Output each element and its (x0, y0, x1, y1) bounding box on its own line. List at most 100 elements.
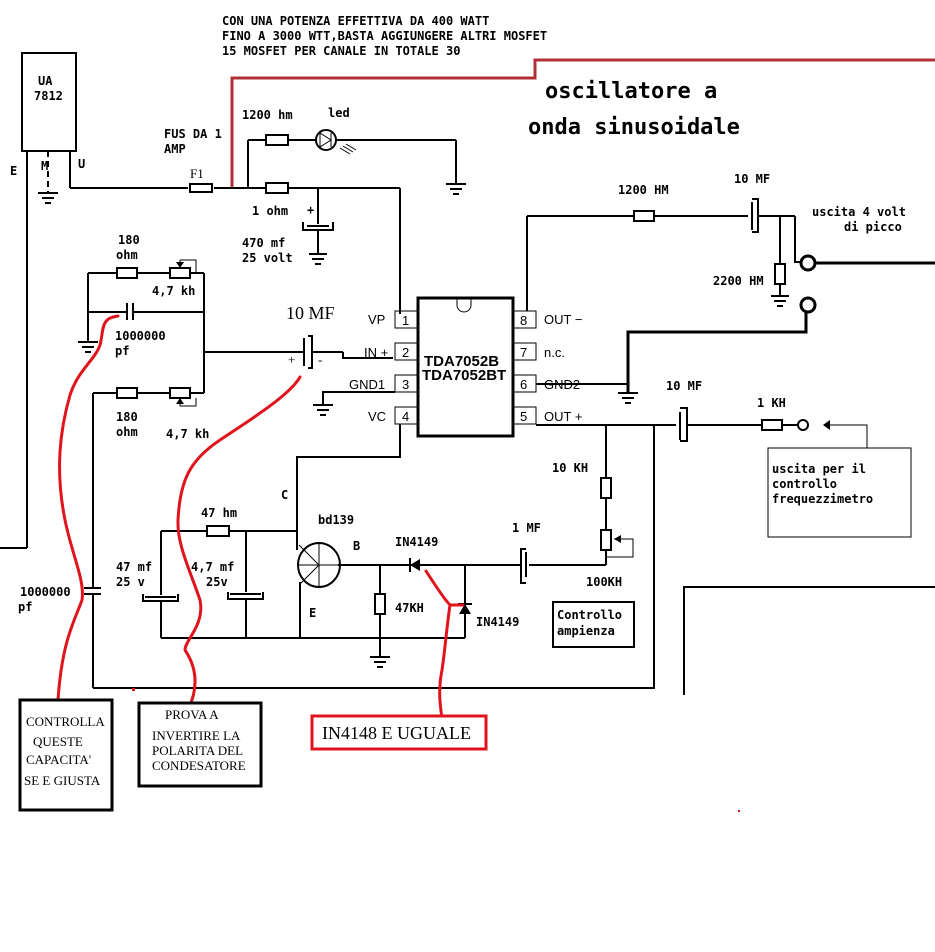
cap-470-label-1: 470 mf (242, 236, 285, 250)
resistor-1200-out-label: 1200 HM (618, 183, 669, 197)
ground-icon (370, 656, 390, 668)
ground-icon (618, 392, 638, 404)
pot-bot-label: 4,7 kh (166, 427, 209, 441)
amplitude-note-box (552, 601, 635, 648)
pot-100k-label: 100KH (586, 575, 622, 589)
annotation-stroke-caps (56, 314, 120, 702)
transistor-bd139: bd139 C B E (281, 488, 360, 620)
ground-icon (313, 404, 333, 416)
regulator-ua7812: UA 7812 E M U (0, 52, 85, 549)
resistor-10k (600, 477, 612, 499)
ic-name-1: TDA7052B (424, 353, 499, 370)
resistor-1-ohm (265, 182, 289, 194)
fuse-f1: F1 FUS DA 1 AMP (164, 127, 222, 193)
ground-icon (446, 183, 466, 195)
resistor-1k (761, 419, 783, 431)
note-check-line-3: CAPACITA' (26, 752, 91, 767)
cap-4k7-label-1: 4,7 mf (191, 560, 234, 574)
ic-pin-3-num: 3 (402, 377, 409, 392)
resistor-1200-out (633, 210, 655, 222)
output-label-1: uscita 4 volt (812, 205, 906, 219)
ic-pin-7-label: n.c. (544, 345, 565, 360)
header-note-line-3: 15 MOSFET PER CANALE IN TOTALE 30 (222, 44, 460, 58)
ic-pin-3-label: GND1 (349, 377, 385, 392)
resistor-47k (374, 593, 386, 615)
big-cap-label-2: pf (18, 600, 32, 614)
r-bot-label-2: ohm (116, 425, 138, 439)
cap-47-label-1: 47 mf (116, 560, 152, 574)
pot-top-label: 4,7 kh (152, 284, 195, 298)
note-check-line-1: CONTROLLA (26, 714, 105, 729)
regulator-name-1: UA (38, 74, 53, 88)
freq-note-3: frequezzimetro (772, 492, 873, 506)
title-line-1: oscillatore a (545, 79, 717, 104)
resistor-1k-label: 1 KH (757, 396, 786, 410)
r-top-label-1: 180 (118, 233, 140, 247)
cap-470-label-2: 25 volt (242, 251, 293, 265)
annotation-stroke-diode (424, 569, 452, 720)
regulator-pin-e: E (10, 164, 17, 178)
ic-pin-2-num: 2 (402, 345, 409, 360)
note-diode-text: IN4148 E UGUALE (322, 723, 471, 743)
note-reverse-polarity: PROVA A INVERTIRE LA POLARITA DEL CONDES… (137, 701, 263, 788)
header-note-line-1: CON UNA POTENZA EFFETTIVA DA 400 WATT (222, 14, 489, 28)
output-terminal-icon[interactable] (799, 254, 817, 272)
regulator-pin-m: M (41, 159, 48, 173)
r-bot-label-1: 180 (116, 410, 138, 424)
diode-2-label: IN4149 (476, 615, 519, 629)
cap-1mf-label: 1 MF (512, 521, 541, 535)
freq-terminal-icon[interactable] (797, 419, 809, 431)
input-cap-plus: + (288, 352, 295, 367)
input-cap-label: 10 MF (286, 303, 335, 323)
arrow-icon (823, 420, 830, 430)
ground-icon (309, 253, 327, 265)
led-branch: 1200 hm led (242, 106, 466, 195)
transistor-pin-c: C (281, 488, 288, 502)
cap-out-label: 10 MF (734, 172, 770, 186)
annotation-stroke-polarity (176, 375, 302, 712)
resistor-2200 (774, 263, 786, 285)
header-note-line-2: FINO A 3000 WTT,BASTA AGGIUNGERE ALTRI M… (222, 29, 547, 43)
freq-note-box (767, 447, 912, 538)
big-cap-label-1: 1000000 (20, 585, 71, 599)
pot-4k7-bottom (169, 387, 191, 399)
r-top-label-2: ohm (116, 248, 138, 262)
amplitude-note-1: Controllo (557, 608, 622, 622)
ic-pin-5-num: 5 (520, 409, 527, 424)
led-label: led (328, 106, 350, 120)
cap-47-label-2: 25 v (116, 575, 145, 589)
fuse-ref: F1 (190, 166, 204, 181)
fuse-label-1: FUS DA 1 (164, 127, 222, 141)
stray-mark (132, 688, 135, 691)
transistor-pin-b: B (353, 539, 360, 553)
ground-icon (78, 341, 98, 353)
cap-freq-label: 10 MF (666, 379, 702, 393)
transistor-pin-e: E (309, 606, 316, 620)
note-polarity-line-3: POLARITA DEL (152, 743, 243, 758)
capacitor-470mf: + (302, 188, 334, 265)
cap-4k7-label-2: 25v (206, 575, 228, 589)
resistor-180-bottom (116, 387, 138, 399)
note-polarity-line-1: PROVA A (165, 707, 219, 722)
ic-pin-7-num: 7 (520, 345, 527, 360)
ic-pin-4-num: 4 (402, 409, 409, 424)
output-ground-terminal-icon[interactable] (799, 296, 817, 314)
ground-icon (771, 295, 789, 307)
freq-note-1: uscita per il (772, 462, 866, 476)
diode-icon (409, 558, 420, 572)
note-polarity-line-2: INVERTIRE LA (152, 728, 241, 743)
ic-body (416, 296, 515, 438)
ic-pin-2-label: IN + (364, 345, 388, 360)
note-check-capacitance: CONTROLLA QUESTE CAPACITA' SE E GIUSTA (18, 698, 114, 812)
regulator-pin-u: U (78, 157, 85, 171)
capacitor-10mf-freq (679, 407, 688, 442)
resistor-180-top (116, 267, 138, 279)
ic-tda7052b: TDA7052B TDA7052BT 1 2 3 4 5 6 7 8 VP IN… (349, 296, 582, 438)
resistor-47-label: 47 hm (201, 506, 237, 520)
output-label-2: di picco (844, 220, 902, 234)
input-cap-minus: - (318, 352, 322, 367)
resistor-1-ohm-label: 1 ohm (252, 204, 288, 218)
power-feed-wire (230, 58, 935, 188)
stray-mark (738, 810, 740, 812)
